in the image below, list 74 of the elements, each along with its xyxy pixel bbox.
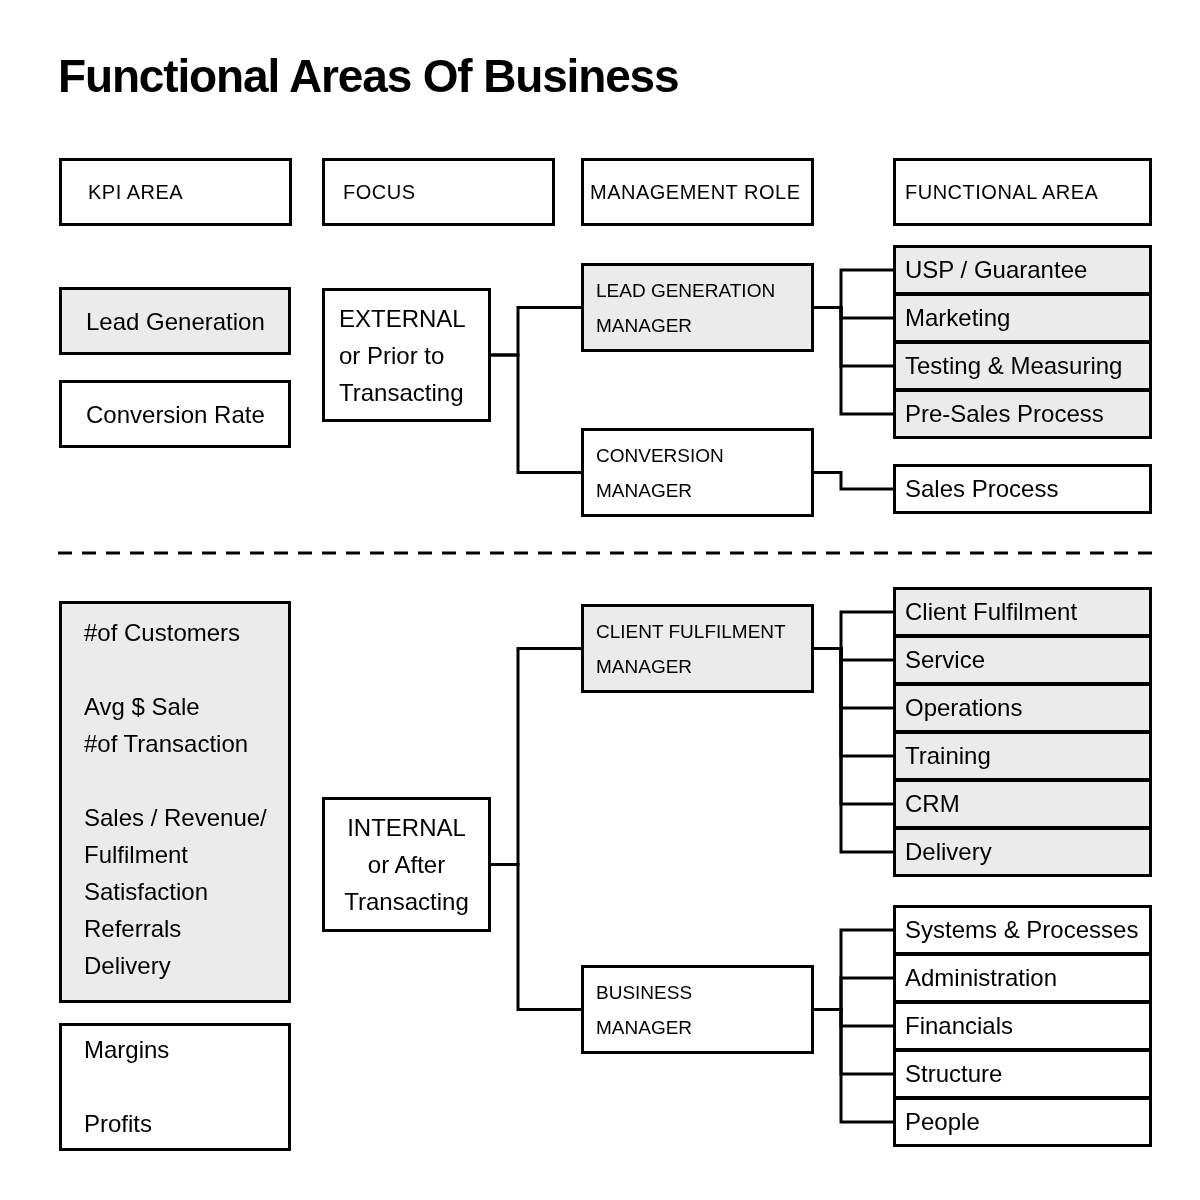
- area-panel: [893, 293, 1152, 343]
- area-text: Marketing: [905, 303, 1011, 333]
- role-text: LEAD GENERATION MANAGER: [596, 278, 777, 338]
- area-text: Sales Process: [905, 474, 1059, 504]
- focus-text: INTERNAL or After Transacting: [343, 813, 470, 917]
- column-header: [59, 158, 292, 226]
- kpi-text: Delivery: [84, 951, 171, 981]
- role-panel: [581, 428, 814, 517]
- connector-line: [814, 471, 893, 491]
- kpi-panel: [59, 1023, 291, 1151]
- area-text: Testing & Measuring: [905, 351, 1123, 381]
- role-panel: [581, 263, 814, 352]
- kpi-text: Referrals: [84, 914, 182, 944]
- area-text: Pre-Sales Process: [905, 399, 1104, 429]
- connector-line: [814, 647, 893, 854]
- header-text: FUNCTIONAL AREA: [905, 180, 1099, 205]
- kpi-text: Sales / Revenue/ Fulfilment: [84, 803, 268, 870]
- focus-panel: [322, 288, 491, 422]
- area-text: People: [905, 1107, 980, 1137]
- diagram-title: Functional Areas Of Business: [58, 49, 679, 104]
- area-text: CRM: [905, 789, 960, 819]
- role-text: CLIENT FULFILMENT MANAGER: [596, 619, 787, 679]
- header-text: KPI AREA: [88, 180, 184, 205]
- column-header: [322, 158, 555, 226]
- header-text: MANAGEMENT ROLE: [590, 180, 801, 205]
- focus-panel: [322, 797, 491, 932]
- kpi-text: Conversion Rate: [86, 399, 265, 430]
- role-text: CONVERSION MANAGER: [596, 443, 725, 503]
- area-panel: [893, 1001, 1152, 1051]
- area-panel: [893, 1049, 1152, 1099]
- role-panel: [581, 604, 814, 693]
- area-panel: [893, 464, 1152, 514]
- column-header: [893, 158, 1152, 226]
- connector-line: [491, 863, 581, 1011]
- area-text: Systems & Processes: [905, 915, 1139, 945]
- kpi-text: Profits: [84, 1109, 152, 1139]
- kpi-text: Margins: [84, 1035, 170, 1065]
- area-text: Financials: [905, 1011, 1014, 1041]
- area-text: Client Fulfilment: [905, 597, 1078, 627]
- focus-text: EXTERNAL or Prior to Transacting: [339, 303, 466, 408]
- area-text: Delivery: [905, 837, 992, 867]
- kpi-text: Satisfaction: [84, 877, 209, 907]
- area-panel: [893, 389, 1152, 439]
- column-header: [581, 158, 814, 226]
- area-panel: [893, 905, 1152, 955]
- kpi-panel: [59, 380, 291, 448]
- area-text: Operations: [905, 693, 1023, 723]
- area-panel: [893, 779, 1152, 829]
- area-panel: [893, 731, 1152, 781]
- area-panel: [893, 827, 1152, 877]
- connector-line: [814, 306, 893, 416]
- area-panel: [893, 341, 1152, 391]
- area-panel: [893, 683, 1152, 733]
- area-panel: [893, 245, 1152, 295]
- area-text: USP / Guarantee: [905, 255, 1088, 285]
- area-text: Structure: [905, 1059, 1003, 1089]
- connector-line: [814, 1008, 893, 1124]
- area-panel: [893, 953, 1152, 1003]
- area-panel: [893, 587, 1152, 637]
- kpi-text: #of Customers: [84, 618, 241, 648]
- connector-line: [491, 353, 581, 474]
- kpi-text: #of Transaction: [84, 729, 249, 759]
- kpi-panel: [59, 601, 291, 1003]
- area-text: Administration: [905, 963, 1058, 993]
- area-panel: [893, 1097, 1152, 1147]
- area-panel: [893, 635, 1152, 685]
- kpi-panel: [59, 287, 291, 355]
- area-text: Service: [905, 645, 986, 675]
- area-text: Training: [905, 741, 991, 771]
- kpi-text: Avg $ Sale: [84, 692, 200, 722]
- role-panel: [581, 965, 814, 1054]
- header-text: FOCUS: [343, 180, 416, 205]
- role-text: BUSINESS MANAGER: [596, 980, 694, 1040]
- kpi-text: Lead Generation: [86, 306, 265, 337]
